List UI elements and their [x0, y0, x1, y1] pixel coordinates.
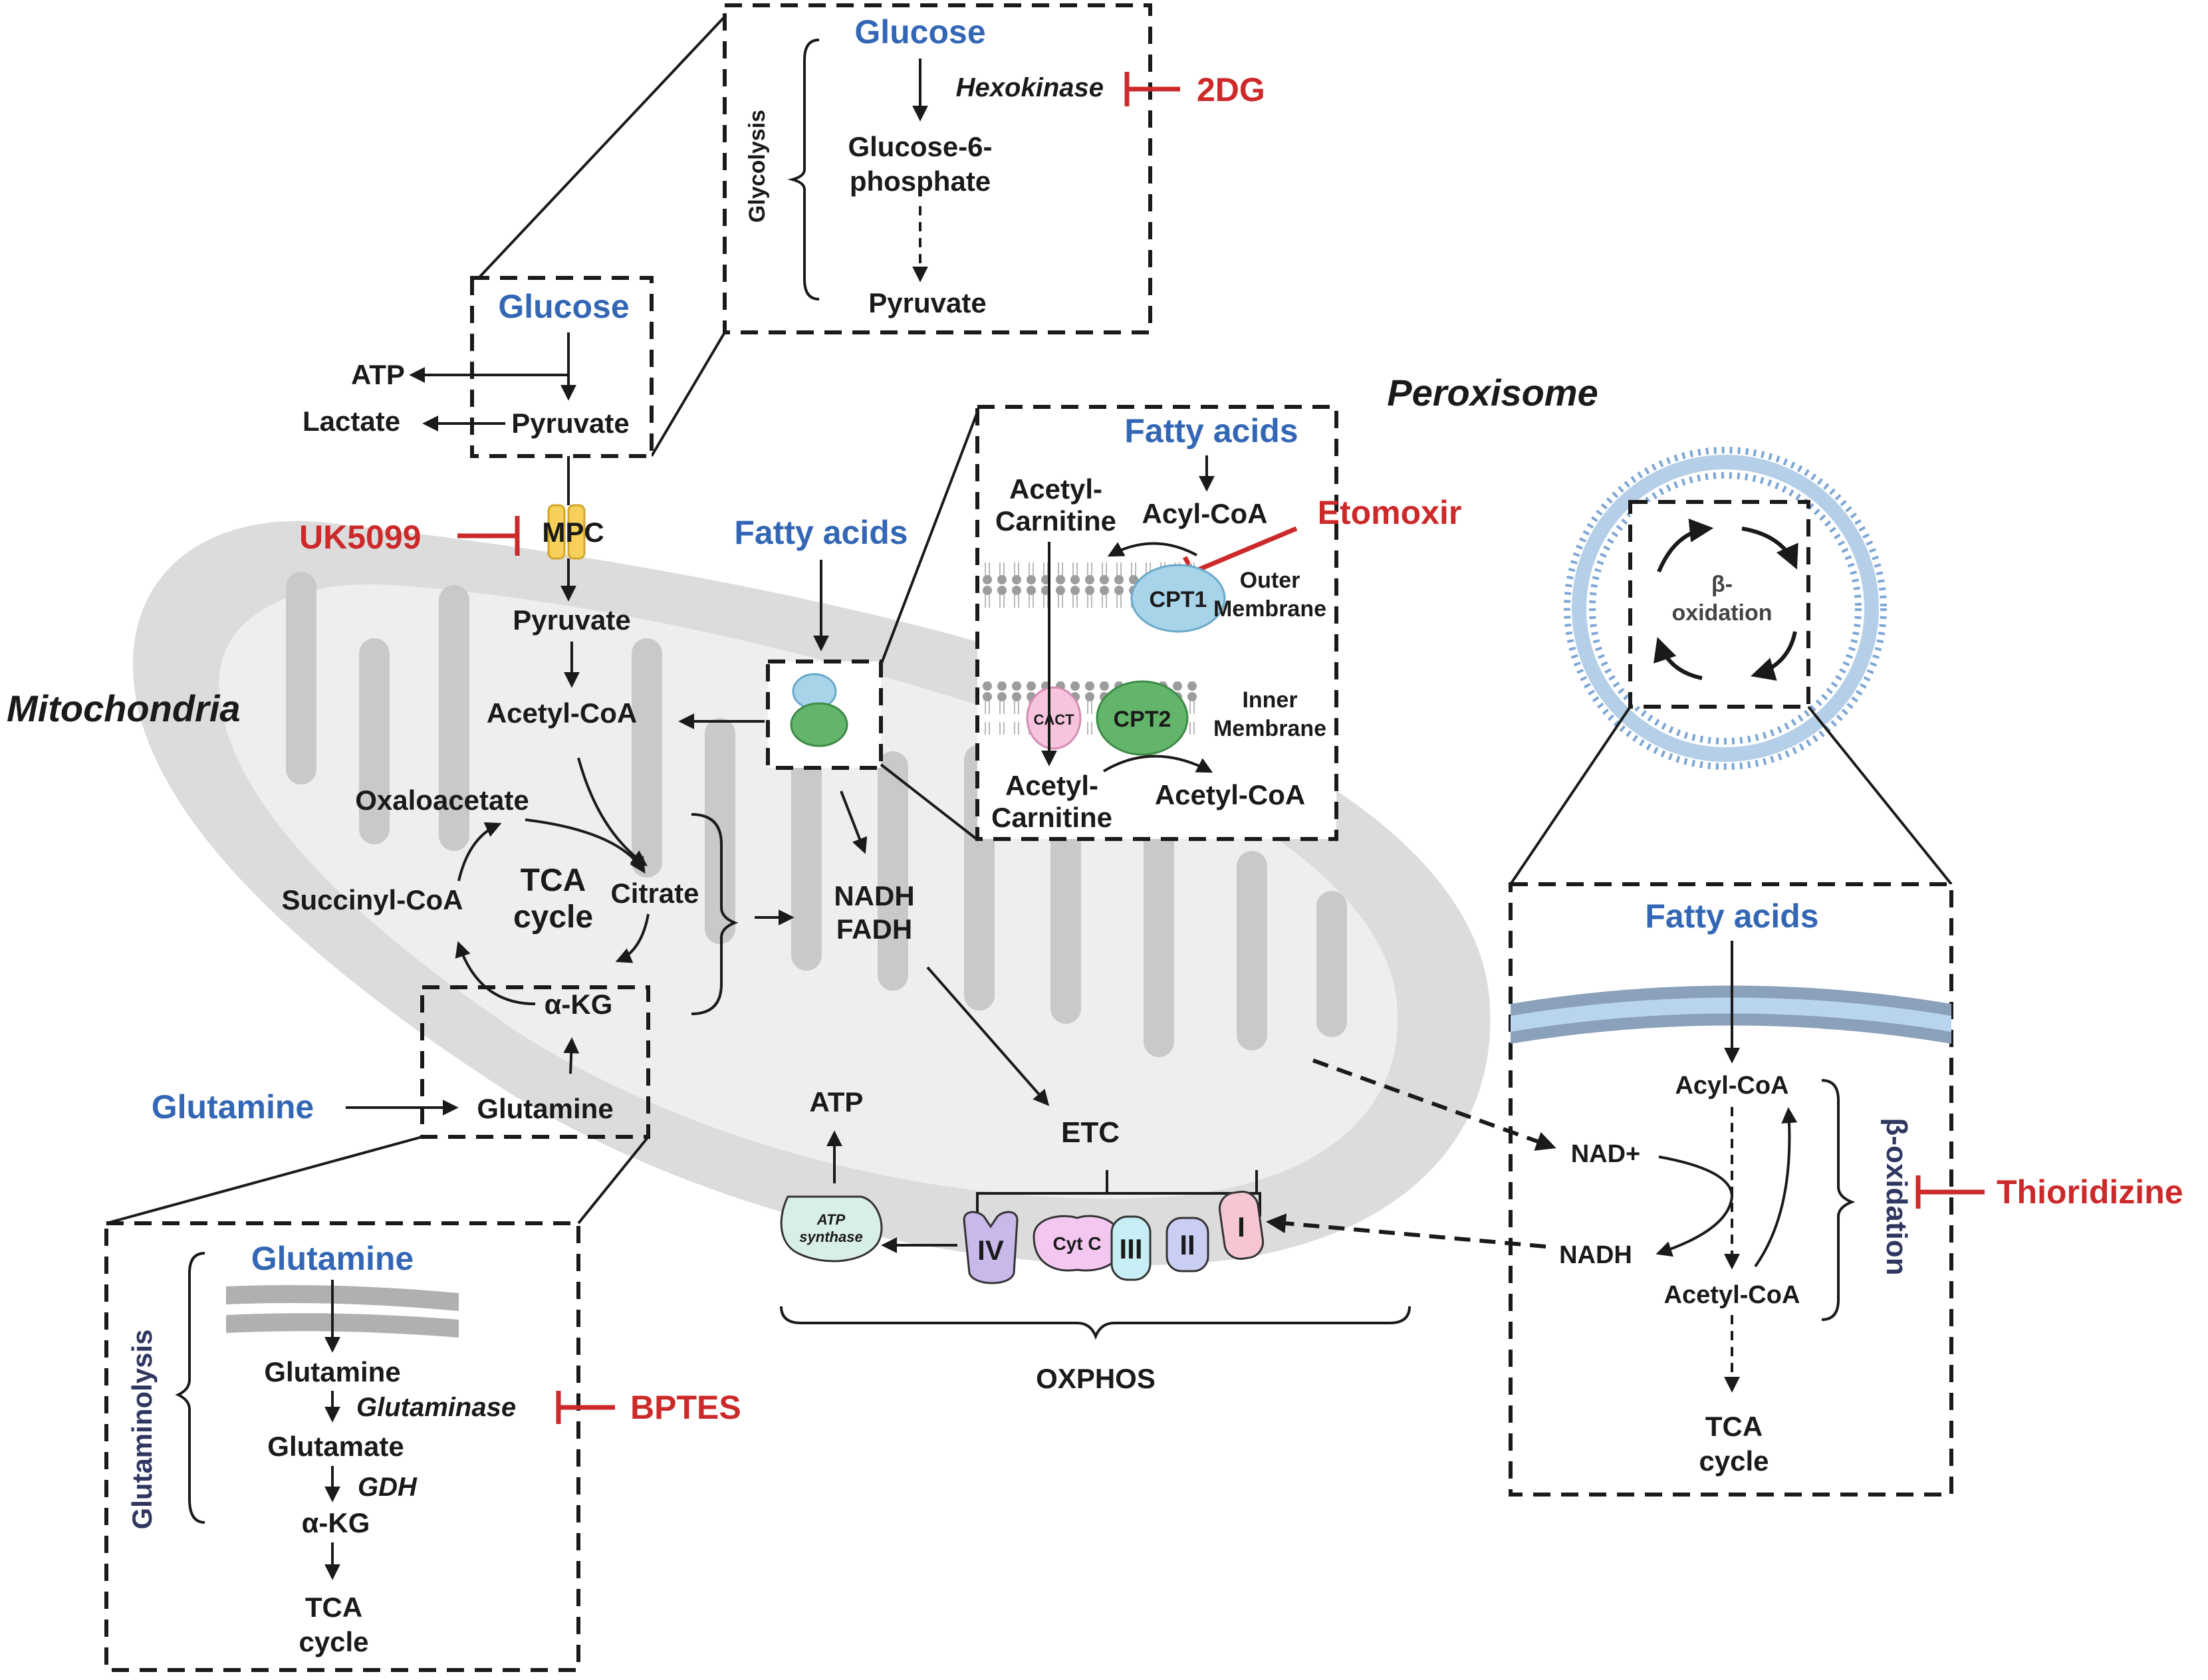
peroxisome-beta-side-label: β-oxidation [1880, 1118, 1913, 1275]
fao-acetyl-coa: Acetyl-CoA [1155, 779, 1305, 810]
cytosol-pyruvate: Pyruvate [511, 408, 629, 439]
glutaminolysis-glutamine-title: Glutamine [251, 1240, 414, 1277]
peroxisome-acetyl-coa: Acetyl-CoA [1664, 1281, 1800, 1309]
svg-text:ATP: ATP [816, 1211, 846, 1228]
complex-iv: IV [963, 1211, 1019, 1284]
glutaminase-label: Glutaminase [356, 1393, 516, 1422]
inner-membrane-label-2: Membrane [1213, 716, 1326, 741]
cytosol-glutamine: Glutamine [152, 1088, 314, 1126]
peroxisome-fatty-acids: Fatty acids [1645, 898, 1818, 935]
complex-i: I [1218, 1191, 1265, 1260]
etc-label: ETC [1061, 1116, 1120, 1149]
inhibitor-2dg: 2DG [1197, 71, 1265, 108]
glutaminolysis-side-label: Glutaminolysis [126, 1329, 158, 1529]
cact [1026, 686, 1082, 750]
inhibitor-etomoxir: Etomoxir [1318, 494, 1462, 531]
g6p-line2: phosphate [850, 166, 991, 197]
svg-text:Cyt C: Cyt C [1052, 1233, 1101, 1254]
mito-fatty-acids: Fatty acids [734, 514, 908, 551]
peroxisome-title: Peroxisome [1387, 372, 1598, 414]
atp-left: ATP [351, 359, 405, 390]
glycolysis-side-label: Glycolysis [745, 110, 770, 223]
g6p-line1: Glucose-6- [848, 131, 992, 162]
fao-fatty-acids: Fatty acids [1124, 412, 1298, 449]
cpt1 [1130, 564, 1226, 633]
outer-membrane-label-1: Outer [1240, 568, 1300, 593]
outer-membrane-label-2: Membrane [1213, 596, 1326, 622]
fadh: FADH [836, 913, 912, 945]
mito-pyruvate: Pyruvate [513, 604, 630, 636]
oxphos-label: OXPHOS [1036, 1363, 1156, 1394]
hexokinase-label: Hexokinase [956, 73, 1104, 102]
fao-acetyl-carnitine-top-2: Carnitine [995, 505, 1116, 537]
svg-text:CPT1: CPT1 [1150, 587, 1207, 612]
nadh: NADH [834, 880, 914, 911]
glutaminolysis-membrane [226, 1284, 459, 1338]
complex-ii: II [1165, 1217, 1209, 1272]
cytosol-glucose-box [470, 276, 654, 458]
peroxisome-tca-2: cycle [1699, 1445, 1769, 1477]
peroxisome-tca-1: TCA [1705, 1411, 1763, 1442]
atp-mid: ATP [810, 1086, 864, 1118]
mito-glutamine: Glutamine [477, 1093, 613, 1124]
glutaminolysis-glutamine: Glutamine [264, 1356, 400, 1387]
mpc-label: MPC [542, 517, 604, 548]
peroxisome-acyl-coa: Acyl-CoA [1675, 1072, 1788, 1100]
mitochondria-title: Mitochondria [7, 687, 241, 729]
glutamine-entry-box [420, 985, 650, 1139]
tca-label-1: TCA [521, 863, 586, 898]
lactate: Lactate [303, 406, 400, 437]
fao-acetyl-carnitine-bottom-1: Acetyl- [1005, 770, 1098, 801]
glycolysis-glucose: Glucose [854, 13, 985, 51]
fao-acyl-coa: Acyl-CoA [1142, 498, 1267, 529]
peroxisome-zoom-box [1628, 500, 1810, 709]
mito-acetyl-coa: Acetyl-CoA [487, 697, 637, 729]
peroxisome-beta-2: oxidation [1671, 600, 1772, 626]
inhibitor-thioridizine: Thioridizine [1997, 1173, 2183, 1211]
glutaminolysis-akg: α-KG [302, 1507, 370, 1538]
succinyl-coa: Succinyl-CoA [281, 884, 463, 915]
peroxisome-beta-1: β- [1711, 572, 1733, 597]
fao-acetyl-carnitine-top-1: Acetyl- [1009, 473, 1102, 505]
svg-text:IV: IV [977, 1235, 1004, 1266]
svg-text:CACT: CACT [1033, 711, 1074, 728]
svg-text:I: I [1237, 1211, 1245, 1243]
gdh-label: GDH [358, 1473, 418, 1502]
oxaloacetate: Oxaloacetate [355, 784, 529, 816]
svg-text:III: III [1119, 1233, 1142, 1264]
cyt-c: Cyt C [1033, 1215, 1122, 1272]
mpc-transporter [547, 504, 566, 560]
svg-text:synthase: synthase [799, 1229, 862, 1245]
svg-text:CPT2: CPT2 [1114, 707, 1171, 732]
glutamate: Glutamate [267, 1431, 404, 1462]
tca-akg: α-KG [545, 989, 613, 1020]
complex-iii: III [1110, 1215, 1152, 1281]
nad-plus: NAD+ [1571, 1140, 1641, 1168]
tca-label-2: cycle [513, 900, 593, 935]
glycolysis-box [723, 3, 1152, 334]
peroxisome-organelle [1564, 447, 1887, 770]
svg-text:II: II [1179, 1229, 1195, 1260]
cpt2 [1096, 680, 1189, 756]
fao-acetyl-carnitine-bottom-2: Carnitine [991, 802, 1112, 833]
glycolysis-pyruvate: Pyruvate [868, 287, 986, 318]
glutaminolysis-tca-1: TCA [305, 1592, 362, 1623]
cpt2-mini-icon [790, 702, 848, 747]
inner-membrane-label-1: Inner [1242, 687, 1297, 713]
citrate: Citrate [610, 878, 699, 909]
atp-synthase: ATP synthase [780, 1195, 883, 1262]
inhibitor-uk5099: UK5099 [299, 519, 421, 556]
inhibitor-bptes: BPTES [630, 1389, 741, 1426]
cytosol-glucose: Glucose [498, 288, 629, 325]
peroxisome-nadh: NADH [1559, 1241, 1632, 1269]
glutaminolysis-tca-2: cycle [299, 1626, 368, 1657]
